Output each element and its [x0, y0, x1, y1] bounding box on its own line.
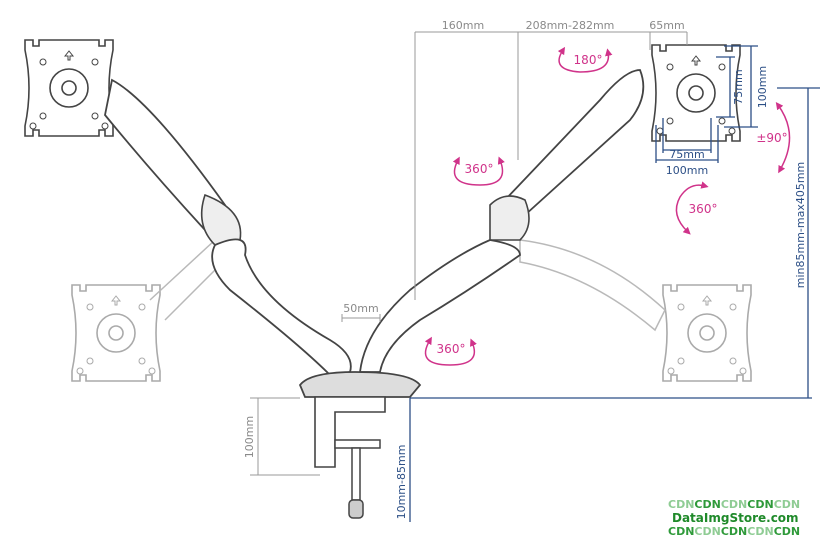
rotation-arrow-360-upper [452, 156, 505, 186]
watermark-line-1: CDNCDNCDNCDNCDN [668, 498, 801, 511]
rotation-arrow-180 [557, 46, 613, 73]
dim-vesa-75-vertical: 75mm [732, 69, 745, 104]
rotation-arrow-360-head [675, 181, 709, 235]
rotation-label-360-upper: 360° [465, 162, 494, 176]
dim-vesa-75-horizontal: 75mm [669, 148, 704, 161]
dim-vesa-100-vertical: 100mm [756, 66, 769, 108]
left-arm-lowered-ghost [71, 238, 232, 382]
desk-clamp [298, 371, 422, 519]
rotation-label-360-lower: 360° [437, 342, 466, 356]
dim-desk-thickness: 10mm-85mm [395, 445, 408, 520]
rotation-arrow-90 [775, 101, 791, 174]
dim-50mm: 50mm [343, 302, 378, 315]
rotation-arrow-360-lower [424, 336, 477, 366]
dim-vesa-100-horizontal: 100mm [666, 164, 708, 177]
right-arm-lowered-ghost [519, 239, 752, 382]
rotation-label-180: 180° [574, 53, 603, 67]
dim-clamp-100mm: 100mm [243, 416, 256, 458]
top-dimension-lines [250, 31, 688, 476]
left-arm [24, 39, 352, 376]
rotation-label-360-head: 360° [689, 202, 718, 216]
blue-dimension-lines [409, 45, 820, 522]
rotation-label-90: ±90° [756, 131, 787, 145]
dim-height-range: min85mm-max405mm [794, 162, 807, 289]
right-arm [358, 44, 741, 373]
watermark-line-3: CDNCDNCDNCDNCDN [668, 525, 801, 538]
dim-65mm: 65mm [649, 19, 684, 32]
watermark-site: DataImgStore.com [672, 511, 799, 525]
dim-160mm: 160mm [442, 19, 484, 32]
dim-208-282mm: 208mm-282mm [526, 19, 615, 32]
